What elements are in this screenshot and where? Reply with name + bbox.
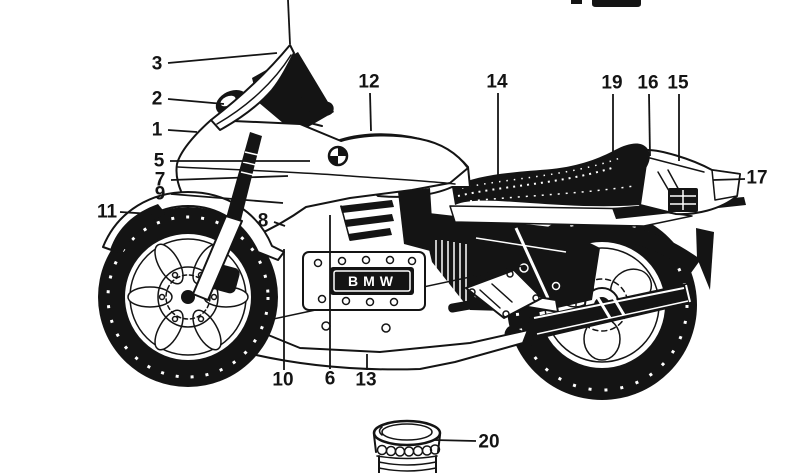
callout-leader-7	[170, 175, 289, 181]
callout-number-16: 16	[637, 73, 658, 94]
callout-number-20: 20	[478, 432, 499, 453]
callout-number-19: 19	[601, 73, 622, 94]
callout-number-5: 5	[154, 151, 165, 172]
airbox-shadow	[398, 188, 434, 252]
callout-number-13: 13	[355, 370, 376, 391]
callout-number-3: 3	[152, 54, 163, 75]
callout-number-12: 12	[358, 72, 379, 93]
callout-number-1: 1	[152, 120, 163, 141]
tail-tip	[711, 169, 741, 201]
callout-number-8: 8	[258, 211, 269, 232]
fairing-vents	[340, 200, 394, 241]
can-knurl-band	[376, 444, 441, 457]
callout-number-17: 17	[746, 168, 767, 189]
brake-lever	[289, 117, 323, 127]
callout-leader-3	[167, 52, 278, 64]
seat	[452, 143, 650, 207]
callout-leader-cropped-0	[287, 0, 291, 45]
rear-shock	[514, 227, 550, 299]
tail-section	[639, 149, 741, 216]
brake-disc	[157, 266, 219, 328]
engine: BMW	[302, 188, 434, 333]
callout-leader-9	[170, 193, 284, 204]
callout-leader-17	[712, 178, 746, 181]
callout-number-9: 9	[155, 184, 166, 205]
callout-number-14: 14	[486, 72, 508, 93]
callout-leader-12	[369, 92, 372, 132]
engine-badge-plate	[330, 267, 414, 295]
fork-slider	[192, 215, 243, 301]
exhaust-muffler	[504, 283, 693, 349]
callout-leader-16	[648, 93, 651, 157]
bmw-roundel-icon	[327, 145, 349, 167]
footpeg	[448, 300, 475, 313]
callout-number-2: 2	[152, 89, 163, 110]
handlebar-grip	[298, 96, 334, 116]
callout-number-10: 10	[272, 370, 293, 391]
callout-leader-8	[273, 221, 286, 227]
callout-number-15: 15	[667, 73, 689, 94]
callout-number-6: 6	[325, 369, 336, 390]
paint-can	[372, 419, 442, 473]
callout-leader-1	[167, 129, 198, 133]
cropped-logo-fragment	[571, 0, 641, 7]
front-wheel	[98, 207, 278, 387]
callout-number-7: 7	[155, 170, 166, 191]
callout-number-11: 11	[97, 202, 118, 223]
callout-leader-11	[119, 211, 153, 215]
callout-leader-20	[433, 439, 477, 442]
engine-badge-text: BMW	[348, 273, 398, 289]
engine-bolts	[313, 255, 417, 333]
radiator-fins	[435, 237, 567, 301]
callout-leader-2	[167, 98, 225, 105]
windshield	[210, 44, 295, 131]
rear-mudflap	[696, 228, 714, 290]
